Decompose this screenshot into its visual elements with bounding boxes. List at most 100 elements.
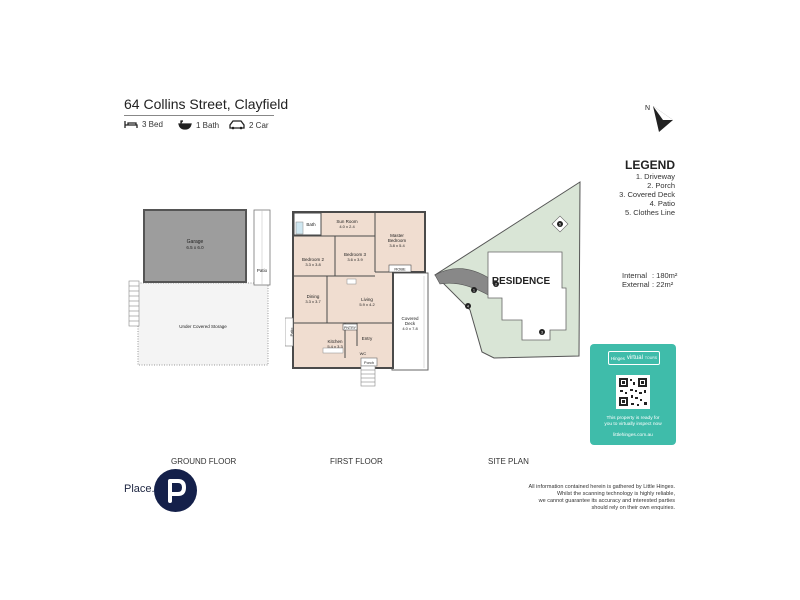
marker-1 [471, 287, 477, 293]
disclaimer: All information contained herein is gath… [505, 484, 675, 512]
site-plan-label: SITE PLAN [488, 457, 529, 466]
north-label: N [645, 105, 650, 112]
dining-label: Dining [307, 294, 320, 299]
marker-4 [465, 303, 471, 309]
svg-text:3: 3 [541, 331, 543, 335]
covered-deck-label-2: Deck [405, 321, 416, 326]
sun-room-label: Sun Room [336, 219, 358, 224]
baths-feature: 1 Bath [178, 120, 219, 130]
agency-logo [154, 469, 197, 512]
cars-feature: 2 Car [229, 120, 269, 130]
residence-footprint [487, 251, 567, 341]
bath-icon [178, 120, 192, 130]
vt-subtitle: TOURS [644, 356, 658, 360]
disclaimer-line: we cannot guarantee its accuracy and int… [538, 498, 675, 504]
vt-title: virtual [626, 355, 643, 361]
vt-brand: Hinges [610, 355, 625, 361]
living-label: Living [361, 297, 373, 302]
first-stairs [360, 365, 376, 387]
agency-brand: Place. [124, 483, 155, 495]
bed2-dims: 3.3 x 3.8 [305, 262, 321, 267]
cars-count: 2 Car [249, 120, 269, 130]
legend-item: 2. Porch [647, 181, 675, 190]
residence-label: RESIDENCE [492, 276, 551, 287]
svg-text:2: 2 [495, 283, 497, 287]
master-label-2: Bedroom [388, 238, 407, 243]
marker-2 [493, 281, 499, 287]
svg-text:1: 1 [473, 289, 475, 293]
title-divider [124, 115, 274, 116]
disclaimer-line: All information contained herein is gath… [528, 484, 675, 490]
bed3-label: Bedroom 3 [344, 252, 367, 257]
ground-floor-plan: Garage 6.5 x 6.0 Patio Under Covered Sto… [128, 209, 271, 366]
covered-deck-dims: 4.0 x 7.8 [402, 326, 418, 331]
porch-label: Porch [364, 361, 374, 365]
bed2-label: Bedroom 2 [302, 257, 325, 262]
entry-label: Entry [362, 336, 373, 341]
fireplace [346, 278, 357, 285]
north-arrow: N [645, 105, 673, 132]
disclaimer-line: Whilst the scanning technology is highly… [556, 491, 675, 497]
external-area: External : 22m² [622, 280, 673, 289]
marker-3 [539, 329, 545, 335]
qr-code-icon [616, 375, 650, 409]
svg-text:5: 5 [559, 223, 561, 227]
robe-label: ROBE [394, 267, 406, 272]
beds-count: 3 Bed [142, 120, 163, 129]
virtual-tour-card[interactable]: Hinges virtual TOURS This property is re… [590, 344, 676, 445]
svg-text:4: 4 [467, 305, 469, 309]
storage-label: Under Covered Storage [179, 324, 227, 329]
car-icon [229, 120, 245, 130]
covered-deck-label: Covered [401, 316, 419, 321]
vt-url[interactable]: littlehinges.com.au [613, 433, 653, 438]
master-dims: 3.8 x 5.4 [389, 243, 405, 248]
dining-dims: 3.3 x 3.7 [305, 299, 321, 304]
bathtub-icon [295, 221, 304, 235]
external-area-label: External [622, 280, 650, 289]
garage [143, 209, 247, 283]
garage-label: Garage [187, 239, 204, 245]
robe [388, 264, 412, 273]
bath-label: Bath [306, 222, 316, 227]
first-floor-plan: Covered Deck 4.0 x 7.8 Bath Sun Room 4.0… [285, 211, 429, 387]
ground-stairs [128, 280, 140, 327]
first-patio-label: Patio [290, 328, 294, 337]
pantry [342, 323, 358, 331]
legend-item: 4. Patio [649, 199, 675, 208]
vt-text: This property is ready for you to virtua… [590, 416, 676, 428]
internal-area-label: Internal [622, 271, 648, 280]
ground-floor-label: GROUND FLOOR [171, 457, 237, 466]
legend-title: LEGEND [624, 158, 675, 172]
living-dims: 5.9 x 4.2 [359, 302, 375, 307]
first-patio [285, 317, 294, 347]
legend-item: 3. Covered Deck [619, 190, 675, 199]
bed3-dims: 3.6 x 3.9 [347, 257, 363, 262]
parking-p-icon [168, 479, 187, 503]
vt-text-line-1: This property is ready for [606, 416, 660, 421]
site-plan: RESIDENCE 1 2 3 4 5 [434, 181, 581, 359]
garage-dims: 6.5 x 6.0 [186, 245, 204, 250]
external-area-value: : 22m² [652, 280, 674, 289]
pantry-label: PNTRY [344, 326, 357, 330]
baths-count: 1 Bath [196, 120, 220, 130]
internal-area-value: : 180m² [652, 271, 678, 280]
sun-room-dims: 4.0 x 2.4 [339, 224, 355, 229]
vt-text-line-2: you to virtually inspect now [604, 422, 662, 427]
master-label: Master [390, 233, 404, 238]
legend-item: 1. Driveway [635, 172, 675, 181]
internal-area: Internal : 180m² [622, 271, 677, 280]
kitchen-bench [322, 347, 344, 354]
first-floor-label: FIRST FLOOR [330, 457, 383, 466]
wc-label: WC [360, 351, 367, 356]
page-title: 64 Collins Street, Clayfield [124, 96, 289, 112]
kitchen-dims: 5.4 x 3.3 [327, 344, 343, 349]
marker-5 [557, 221, 563, 227]
interior-walls [293, 212, 425, 358]
legend-item: 5. Clothes Line [624, 208, 675, 217]
kitchen-label: Kitchen [327, 339, 343, 344]
bed-icon [124, 121, 138, 128]
virtual-tour-badge: Hinges virtual TOURS [608, 351, 660, 365]
disclaimer-line: should rely on their own enquiries. [591, 505, 675, 511]
storage-area [137, 282, 269, 366]
site-markers: 1 2 3 4 5 [465, 221, 563, 335]
